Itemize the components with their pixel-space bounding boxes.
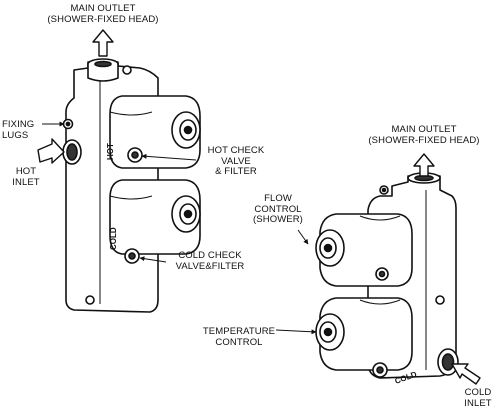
- hot-check-valve-label: HOT CHECK VALVE & FILTER: [207, 145, 265, 177]
- main-outlet-label-left: MAIN OUTLET (SHOWER-FIXED HEAD): [47, 3, 159, 25]
- main-outlet-label-right: MAIN OUTLET (SHOWER-FIXED HEAD): [368, 124, 480, 146]
- left-valve-assembly: [62, 58, 201, 313]
- cold-inlet-label: COLD INLET: [464, 387, 492, 409]
- hot-marking-left: HOT: [106, 143, 115, 160]
- cold-check-valve-label: COLD CHECK VALVE&FILTER: [175, 250, 245, 272]
- leader-lines: [42, 121, 317, 335]
- hot-inlet-arrow: [37, 138, 65, 164]
- outlet-arrow-left: [92, 29, 114, 57]
- cold-inlet-arrow: [451, 363, 481, 385]
- flow-control-label: FLOW CONTROL (SHOWER): [253, 193, 303, 225]
- right-valve-assembly: [315, 172, 459, 379]
- cold-marking-left: COLD: [109, 227, 118, 250]
- outlet-arrow-right: [413, 153, 435, 177]
- flow-arrows: [37, 29, 481, 385]
- temperature-control-label: TEMPERATURE CONTROL: [202, 326, 276, 348]
- fixing-lugs-label: FIXING LUGS: [2, 119, 35, 141]
- hot-inlet-label: HOT INLET: [12, 166, 40, 188]
